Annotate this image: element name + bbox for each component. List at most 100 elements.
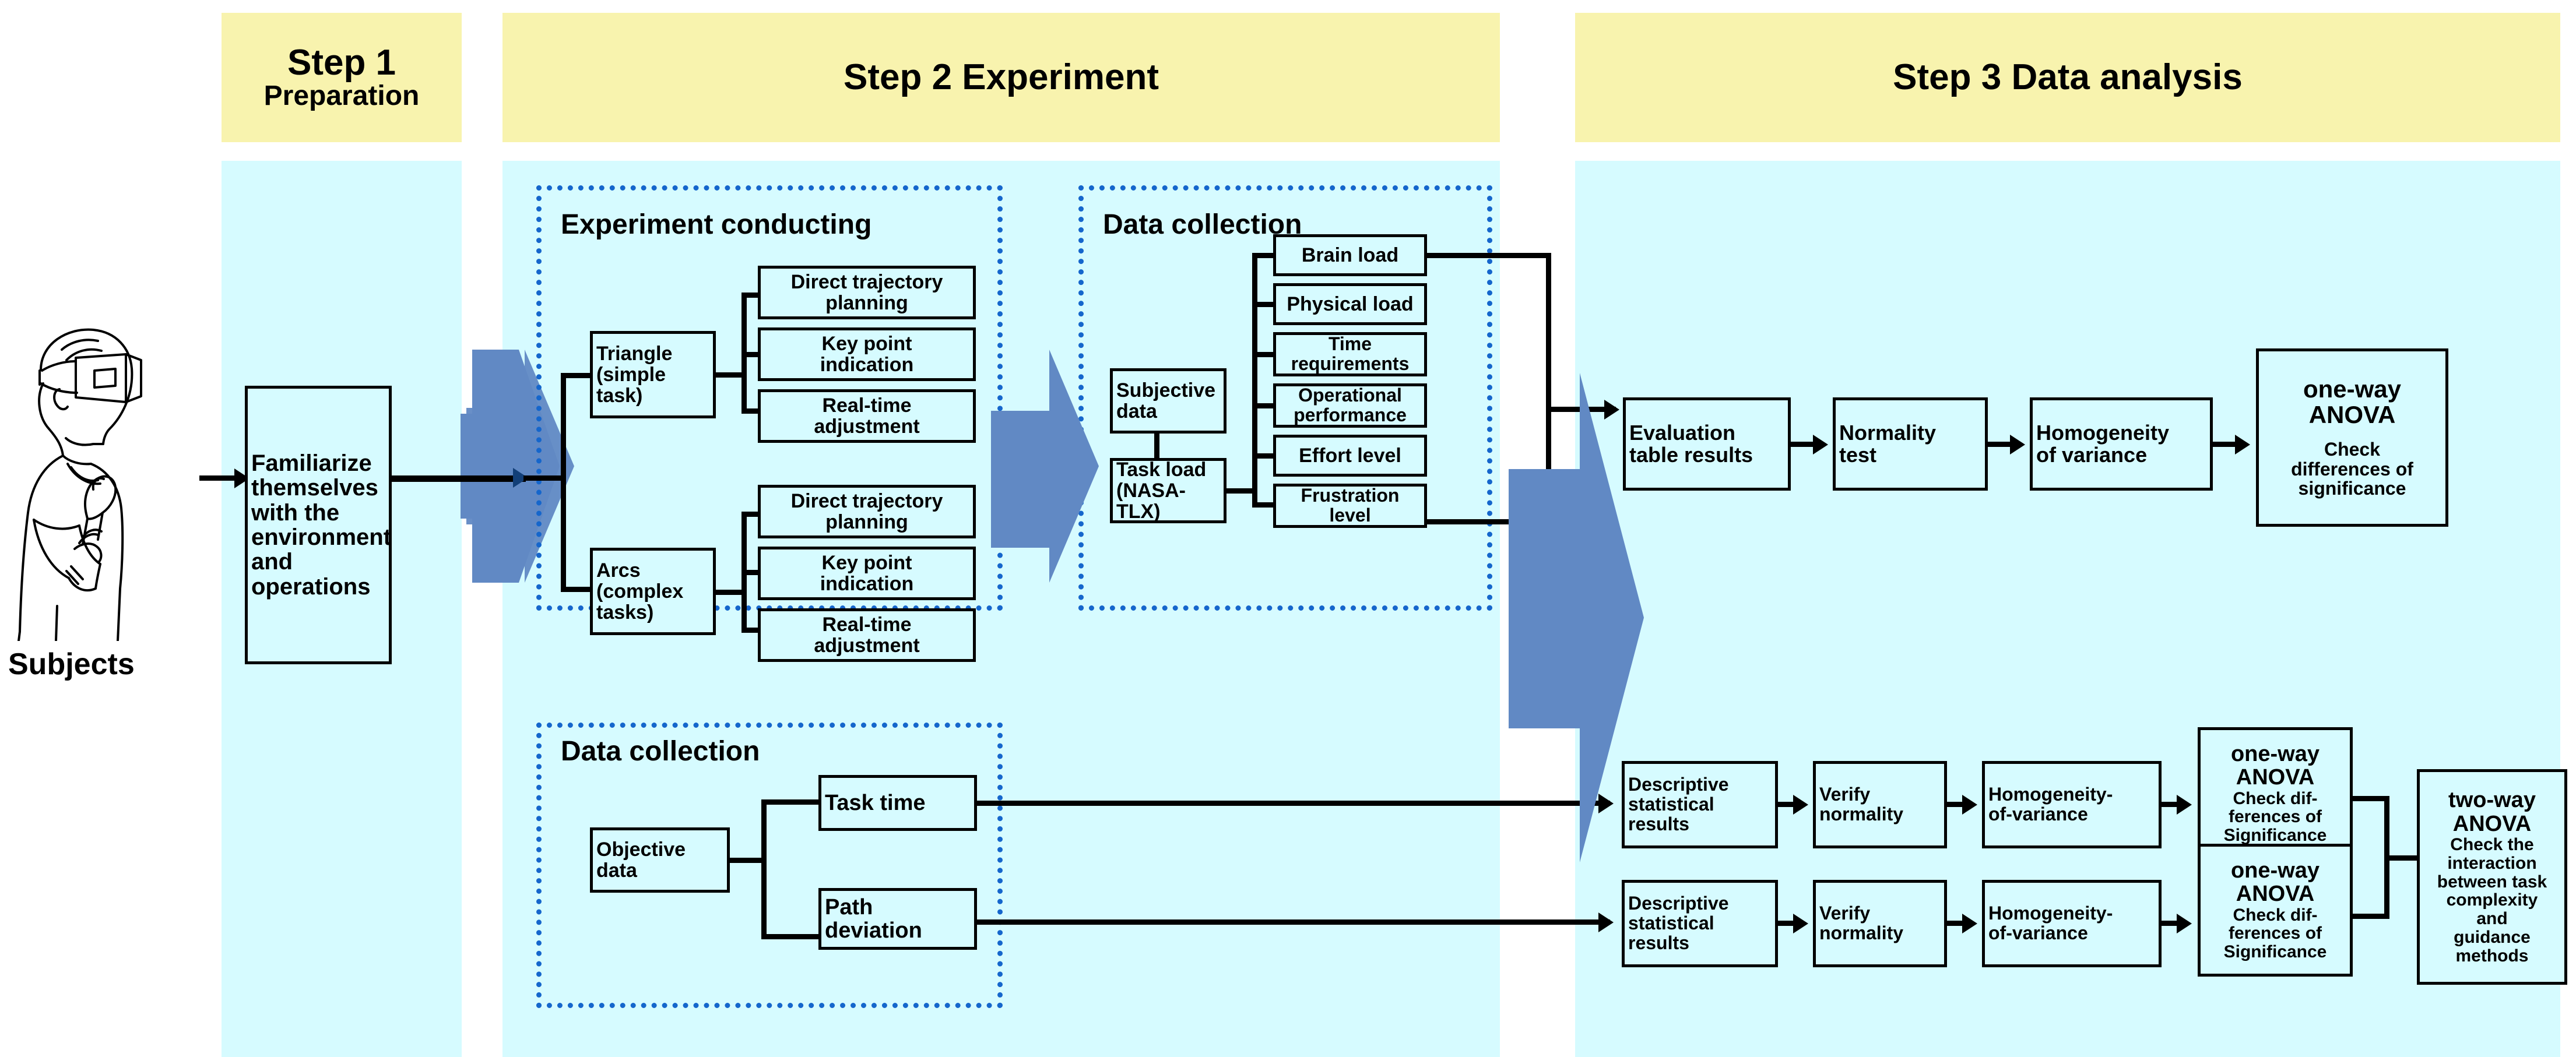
bracket-measure-4 — [1252, 403, 1275, 408]
merge-bot-to-twoway — [2353, 914, 2389, 919]
experiment-conducting-title: Experiment conducting — [561, 209, 872, 240]
task-arcs-box: Arcs (complex tasks) — [590, 548, 716, 635]
connector-subjective-to-taskload — [1154, 431, 1159, 460]
connector-familiarize-to-step2 — [392, 475, 526, 482]
bracket-measure-6 — [1252, 502, 1275, 508]
analysis-verify-normality-mid: Verify normality — [1813, 761, 1947, 848]
blue-arrow-step2-to-step3 — [1492, 373, 1691, 862]
connector-mid-homog-to-anova — [2162, 802, 2187, 807]
subjective-data-box: Subjective data — [1110, 368, 1227, 434]
route-brainload-right — [1425, 253, 1551, 258]
measure-frustration-level: Frustration level — [1273, 484, 1427, 528]
measure-time-requirements: Time requirements — [1273, 332, 1427, 376]
arrowhead-mid-homog-to-anova — [2177, 795, 2192, 815]
bracket-measure-2 — [1252, 302, 1275, 307]
connector-eval-to-normality — [1791, 442, 1823, 447]
analysis-evaluation-table-results: Evaluation table results — [1623, 397, 1791, 491]
measure-brain-load: Brain load — [1273, 234, 1427, 276]
arrowhead-bot-homog-to-anova — [2177, 914, 2192, 933]
route-frustration-right — [1425, 519, 1551, 524]
merge-into-twoway — [2384, 855, 2420, 861]
arrowhead-to-evaluation — [1604, 400, 1619, 420]
objective-measure-path-deviation: Path deviation — [818, 888, 977, 950]
bracket-measure-5 — [1252, 453, 1275, 459]
arrowhead-bot-verify-to-homog — [1962, 914, 1977, 933]
step3-title: Step 3 Data analysis — [1893, 57, 2243, 98]
analysis-one-way-anova-mid: one-way ANOVA Check dif- ferences of Sig… — [2198, 727, 2353, 860]
bracket-objective-tasktime — [761, 799, 821, 805]
bracket-measure-1 — [1252, 253, 1275, 258]
analysis-normality-test: Normality test — [1833, 397, 1988, 491]
route-pathdev-to-step3 — [977, 919, 1610, 925]
step1-header: Step 1 Preparation — [222, 13, 462, 142]
triangle-child-key-point-indication: Key point indication — [758, 327, 976, 381]
arrowhead-normality-to-homogeneity — [2010, 435, 2025, 454]
bracket-tasks-inlet — [523, 475, 562, 481]
route-merge-vertical — [1546, 253, 1551, 524]
analysis-two-way-anova: two-way ANOVA Check the interaction betw… — [2417, 769, 2567, 985]
triangle-child-real-time-adjustment: Real-time adjustment — [758, 389, 976, 443]
connector-arcs-out — [716, 590, 746, 595]
step2-title: Step 2 Experiment — [844, 57, 1159, 98]
analysis-verify-normality-bot: Verify normality — [1813, 880, 1947, 967]
bracket-measure-3 — [1252, 352, 1275, 357]
connector-bot-homog-to-anova — [2162, 921, 2187, 926]
connector-triangle-out — [716, 372, 746, 378]
bracket-arcs-c3 — [741, 628, 760, 633]
arrowhead-tasktime-step3 — [1598, 794, 1614, 813]
connector-bot-verify-to-homog — [1947, 921, 1973, 926]
merge-top-to-twoway — [2353, 796, 2389, 801]
connector-mid-desc-to-verify — [1778, 802, 1804, 807]
bracket-tasks-vertical — [561, 373, 566, 592]
bracket-triangle-c3 — [741, 408, 760, 414]
analysis-homogeneity-of-variance-mid: Homogeneity- of-variance — [1982, 761, 2162, 848]
analysis-one-way-anova-bot: one-way ANOVA Check dif- ferences of Sig… — [2198, 844, 2353, 977]
blue-arrow-experiment-to-collection — [991, 350, 1108, 583]
analysis-one-way-anova-top: one-way ANOVA Check differences of signi… — [2256, 348, 2448, 527]
objective-measure-task-time: Task time — [818, 775, 977, 831]
arrowhead-eval-to-normality — [1813, 435, 1828, 454]
bracket-arcs-c2 — [741, 570, 760, 575]
data-collection-subjective-title: Data collection — [1103, 209, 1302, 240]
data-collection-subjective-group — [1078, 185, 1492, 611]
bracket-measures-vertical — [1252, 253, 1257, 507]
step1-title: Step 1 — [287, 43, 396, 83]
measure-operational-performance: Operational performance — [1273, 383, 1427, 428]
bracket-triangle-c2 — [741, 352, 760, 357]
vr-user-icon — [6, 315, 222, 642]
familiarize-box: Familiarize themselves with the environm… — [245, 386, 392, 664]
objective-data-box: Objective data — [590, 827, 730, 893]
bracket-objective-pathdev — [761, 934, 821, 939]
step3-header: Step 3 Data analysis — [1575, 13, 2560, 142]
triangle-child-direct-trajectory-planning: Direct trajectory planning — [758, 266, 976, 319]
experiment-conducting-group — [536, 185, 1003, 611]
data-collection-objective-group — [536, 723, 1003, 1008]
analysis-homogeneity-of-variance: Homogeneity of variance — [2030, 397, 2213, 491]
blue-arrow-step1-to-step2 — [461, 350, 577, 583]
arcs-child-direct-trajectory-planning: Direct trajectory planning — [758, 485, 976, 538]
task-triangle-box: Triangle (simple task) — [590, 331, 716, 418]
route-tasktime-to-step3 — [977, 801, 1610, 806]
bracket-tasks-to-triangle — [561, 373, 591, 378]
arcs-child-key-point-indication: Key point indication — [758, 547, 976, 600]
bracket-objective-vertical — [761, 799, 767, 939]
measure-physical-load: Physical load — [1273, 283, 1427, 325]
arrowhead-bot-desc-to-verify — [1793, 914, 1808, 933]
bracket-tasks-to-arcs — [561, 587, 591, 592]
arrowhead-mid-desc-to-verify — [1793, 795, 1808, 815]
subjects-label: Subjects — [8, 647, 135, 681]
arrowhead-homogeneity-to-anova — [2235, 435, 2250, 454]
connector-bot-desc-to-verify — [1778, 921, 1804, 926]
connector-subject-to-familiarize — [199, 475, 238, 481]
bracket-arcs-c1 — [741, 512, 760, 517]
connector-mid-verify-to-homog — [1947, 802, 1973, 807]
arrowhead-mid-verify-to-homog — [1962, 795, 1977, 815]
measure-effort-level: Effort level — [1273, 435, 1427, 477]
task-load-nasa-tlx-box: Task load (NASA-TLX) — [1110, 458, 1227, 523]
connector-taskload-out — [1227, 488, 1257, 494]
connector-objective-out — [730, 858, 765, 863]
connector-homogeneity-to-anova — [2213, 442, 2245, 447]
arcs-child-real-time-adjustment: Real-time adjustment — [758, 608, 976, 662]
data-collection-objective-title: Data collection — [561, 736, 760, 767]
